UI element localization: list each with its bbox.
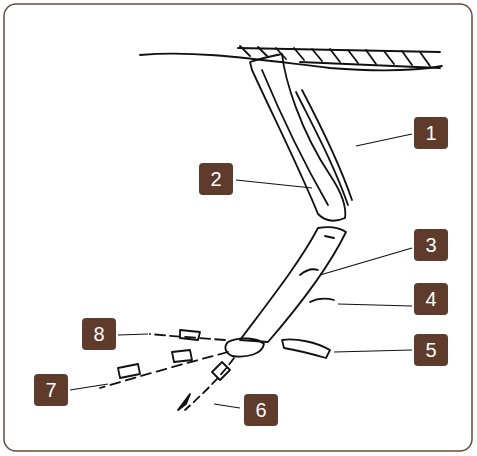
callout-text: 3 xyxy=(425,234,436,257)
callout-text: 7 xyxy=(45,379,56,402)
callout-number: 4 xyxy=(414,283,448,315)
callout-number: 1 xyxy=(414,117,448,149)
callout-text: 5 xyxy=(425,339,436,362)
callout-text: 2 xyxy=(210,168,221,191)
callout-number: 5 xyxy=(414,334,448,366)
frame xyxy=(4,4,472,451)
callout-number: 6 xyxy=(244,394,278,426)
callout-number: 7 xyxy=(34,374,68,406)
callout-text: 8 xyxy=(93,323,104,346)
leader-lines xyxy=(70,134,412,408)
skeleton-sketch xyxy=(100,46,442,410)
callout-text: 4 xyxy=(425,288,436,311)
callout-text: 6 xyxy=(255,399,266,422)
callout-number: 2 xyxy=(199,163,233,195)
callout-number: 8 xyxy=(82,318,116,350)
callout-number: 3 xyxy=(414,229,448,261)
callout-text: 1 xyxy=(425,122,436,145)
